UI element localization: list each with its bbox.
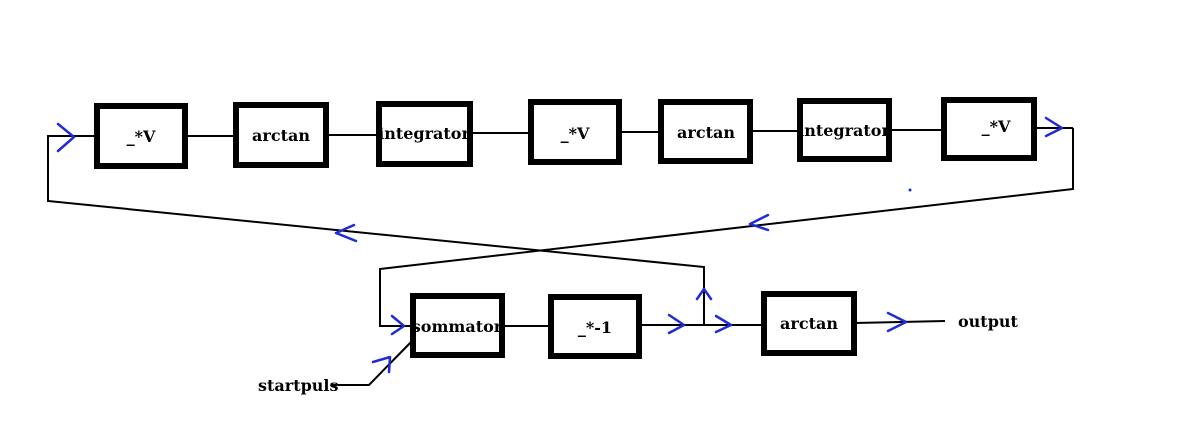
block-mult-v-3: _*V xyxy=(941,97,1037,161)
block-sommator-label: sommator xyxy=(412,317,503,336)
wire-arctan-out-to-output xyxy=(853,320,946,324)
block-arctan-1: arctan xyxy=(233,102,329,168)
arrow-sommator-input-icon xyxy=(390,314,406,336)
block-mult-v-3-label: _*V xyxy=(982,117,1011,136)
output-label: output xyxy=(958,312,1019,331)
wires xyxy=(47,127,1074,386)
arrow-top-output-icon xyxy=(1044,116,1064,138)
block-integrator-1: integrator xyxy=(376,101,473,167)
arrow-startpuls-icon xyxy=(371,355,392,374)
startpuls-label: startpuls xyxy=(258,376,339,395)
arrow-top-input-icon xyxy=(56,122,76,153)
arrow-feedback-left-icon xyxy=(334,223,358,243)
block-arctan-2-label: arctan xyxy=(677,123,735,142)
block-mult-v-1: _*V xyxy=(94,103,188,169)
block-arctan-out: arctan xyxy=(761,291,857,356)
arrow-mult-neg1-out-icon xyxy=(667,313,686,335)
block-mult-neg1: _*-1 xyxy=(548,294,642,359)
block-mult-v-1-label: _*V xyxy=(127,127,156,146)
block-sommator: sommator xyxy=(410,293,505,358)
wire-feedback-to-top-input xyxy=(47,135,705,325)
block-integrator-2: integrator xyxy=(797,98,892,162)
block-arctan-2: arctan xyxy=(658,99,753,164)
block-mult-v-2-label: _*V xyxy=(561,124,590,143)
arrow-output-icon xyxy=(886,311,908,333)
wire-startpuls-to-sommator xyxy=(331,339,414,386)
arrow-arctan-out-in-icon xyxy=(714,314,733,334)
stray-dot xyxy=(908,188,912,192)
arrow-feedback-right-icon xyxy=(748,213,770,232)
block-integrator-2-label: integrator xyxy=(798,121,890,140)
block-integrator-1-label: integrator xyxy=(378,124,470,143)
block-mult-v-2: _*V xyxy=(528,99,622,165)
arrowheads xyxy=(56,116,1064,374)
wire-feedback-to-sommator xyxy=(379,128,1074,327)
block-arctan-1-label: arctan xyxy=(252,126,310,145)
arrow-branch-up-icon xyxy=(695,287,713,301)
block-mult-neg1-label: _*-1 xyxy=(578,318,612,337)
block-arctan-out-label: arctan xyxy=(780,314,838,333)
